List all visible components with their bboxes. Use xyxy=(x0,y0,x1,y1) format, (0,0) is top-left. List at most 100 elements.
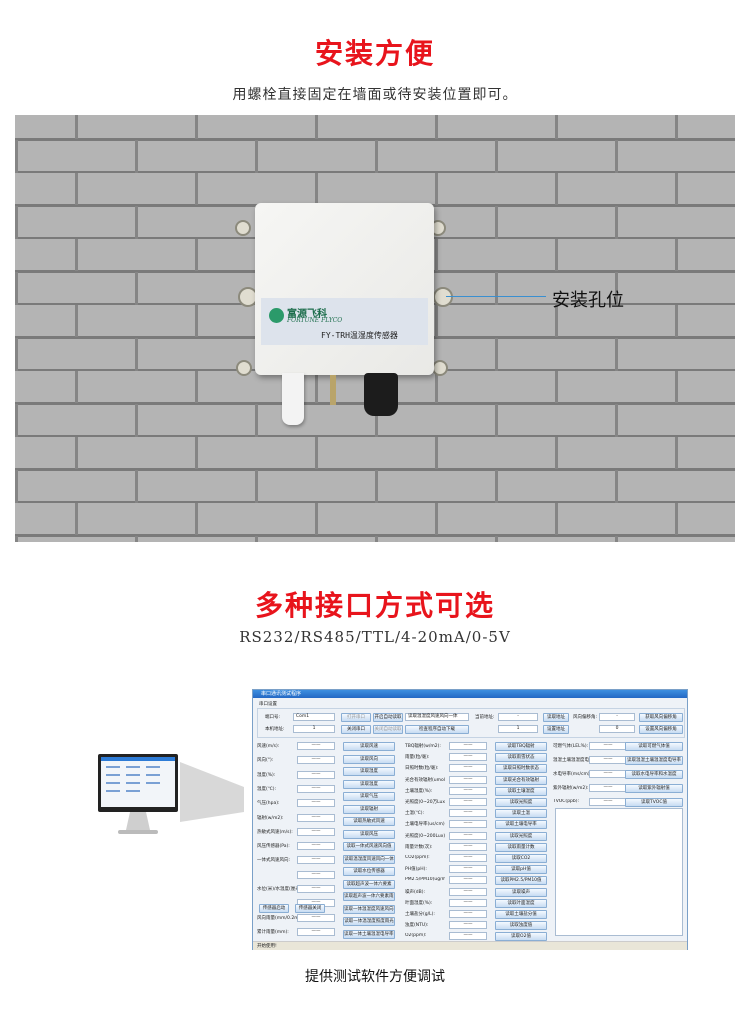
manual-download-button[interactable]: 检查程序自动下载 xyxy=(405,725,469,734)
field-value: —— xyxy=(297,799,335,808)
read-button[interactable]: 读取浊度值 xyxy=(495,921,547,931)
read-button[interactable]: 读取光照度 xyxy=(495,831,547,841)
read-angle-button[interactable]: 获取风向偏移角 xyxy=(639,713,683,722)
read-button[interactable]: 读取O2值 xyxy=(495,932,547,942)
read-button[interactable]: 读取光合有效辐射 xyxy=(495,775,547,785)
field-value: —— xyxy=(589,770,627,778)
screw-top-left-icon xyxy=(235,220,251,236)
field-label: 风压传感器(Pa): xyxy=(257,844,290,850)
field-label: 雨量(粒/毫): xyxy=(405,755,430,761)
field-label: 噪声(dB): xyxy=(405,889,425,895)
port-settings-group: 串口设置 xyxy=(259,702,277,707)
angle-input[interactable]: 0 xyxy=(599,725,635,733)
read-button[interactable]: 读取土温 xyxy=(495,809,547,819)
field-value: —— xyxy=(297,756,335,765)
field-label: TBQ辐射(w/m2): xyxy=(405,744,441,749)
field-label: 雨量计数(次): xyxy=(405,844,433,850)
field-label: CO2(ppm): xyxy=(405,855,430,860)
field-label: O2(ppm): xyxy=(405,933,427,939)
field-label: 湿度(%): xyxy=(257,772,276,778)
read-button[interactable]: 读取噪声 xyxy=(495,887,547,897)
port-select[interactable]: Com1 xyxy=(293,713,335,721)
field-value: —— xyxy=(297,784,335,793)
read-button[interactable]: 读取气压 xyxy=(343,792,395,801)
read-button[interactable]: 读取温湿土壤温湿度电导率 xyxy=(625,756,683,765)
read-button[interactable]: 读取可燃气体值 xyxy=(625,742,683,751)
sensor-open-button[interactable]: 传感器启动 xyxy=(259,904,289,913)
read-button[interactable]: 读取pH值 xyxy=(495,865,547,875)
set-addr-button[interactable]: 设置地址 xyxy=(543,725,569,734)
field-value: —— xyxy=(449,820,487,829)
field-label: 辐射(w/m2): xyxy=(257,815,284,821)
field-value: —— xyxy=(589,798,627,806)
read-button[interactable]: 读取日照时数状态 xyxy=(495,764,547,774)
field-label: TVOC(ppb): xyxy=(553,799,580,804)
field-value: —— xyxy=(297,856,335,865)
read-button[interactable]: 读取叶面湿度 xyxy=(495,898,547,908)
read-button[interactable]: 读取光照度 xyxy=(495,798,547,807)
device-model: FY-TRH温湿度传感器 xyxy=(321,331,398,340)
read-button[interactable]: 读取紫外辐射值 xyxy=(625,784,683,793)
field-label: 土壤盐分(g/L): xyxy=(405,912,435,917)
callout-label: 安装孔位 xyxy=(552,290,624,311)
field-label: PH值(pH): xyxy=(405,867,427,873)
read-button[interactable]: 读取湿度 xyxy=(343,767,395,776)
read-button[interactable]: 读取雨雪状态 xyxy=(495,753,547,763)
field-value: —— xyxy=(589,784,627,792)
auto-stop-button[interactable]: 关闭自动读取 xyxy=(373,725,403,734)
mode-select[interactable]: 读取温湿度风速风向一体 xyxy=(405,713,469,721)
read-button[interactable]: 读取TBQ辐射 xyxy=(495,742,547,751)
read-button[interactable]: 读取温度 xyxy=(343,779,395,789)
read-button[interactable]: 读取PM2.5/PM10值 xyxy=(495,876,547,886)
local-addr-input[interactable]: 1 xyxy=(293,725,335,733)
field-value: —— xyxy=(297,927,335,936)
read-button[interactable]: 读取雨量计数 xyxy=(495,842,547,852)
cur-addr-label: 当前地址: xyxy=(475,715,495,720)
set-addr-input[interactable]: 1 xyxy=(498,725,538,733)
read-button[interactable]: 读取CO2 xyxy=(495,854,547,863)
field-label: 一体式风速风向: xyxy=(257,858,291,864)
read-button[interactable]: 读取一体式风速风向值 xyxy=(343,842,395,851)
auto-start-button[interactable]: 开启自动读取 xyxy=(373,713,403,722)
read-button[interactable]: 读取一体土壤温湿电导率值 xyxy=(343,929,395,939)
read-button[interactable]: 读取风向 xyxy=(343,754,395,764)
set-angle-button[interactable]: 设置风向偏移角 xyxy=(639,725,683,734)
field-label: 温度(℃): xyxy=(257,786,277,792)
read-button[interactable]: 读取热敏式风速 xyxy=(343,817,395,826)
port-settings-box xyxy=(257,708,685,738)
field-value: —— xyxy=(449,887,487,896)
read-button[interactable]: 读取超声波一体六要素 xyxy=(343,879,395,889)
read-addr-button[interactable]: 读取地址 xyxy=(543,713,569,722)
read-button[interactable]: 读取土壤湿度 xyxy=(495,786,547,796)
close-port-button[interactable]: 关闭串口 xyxy=(341,725,371,734)
field-value: —— xyxy=(449,831,487,840)
read-button[interactable]: 读取温湿度风速风向一体 xyxy=(343,854,395,864)
status-bar: 开始使用! xyxy=(253,941,687,950)
read-button[interactable]: 读取风压 xyxy=(343,829,395,839)
field-label: 光合有效辐射(umol/m2·s): xyxy=(405,777,445,783)
field-label: 风向(°): xyxy=(257,758,274,764)
angle-value: - xyxy=(599,713,635,721)
read-button[interactable]: 读取一体温湿度照度雨光 xyxy=(343,917,395,926)
read-button[interactable]: 读取TVOC值 xyxy=(625,798,683,807)
field-value: —— xyxy=(297,913,335,922)
log-textarea[interactable] xyxy=(555,808,683,936)
field-value: —— xyxy=(449,809,487,818)
read-button[interactable]: 读取土壤盐分值 xyxy=(495,910,547,919)
field-value: —— xyxy=(589,742,627,750)
read-button[interactable]: 读取一体温湿度风速风向辐射 xyxy=(343,904,395,914)
sensor-close-button[interactable]: 传感器关闭 xyxy=(295,904,325,913)
read-button[interactable]: 读取超声波一体六要素雨量累计 xyxy=(343,892,395,901)
field-value: —— xyxy=(449,865,487,874)
read-button[interactable]: 读取辐射 xyxy=(343,804,395,814)
read-button[interactable]: 读取风速 xyxy=(343,742,395,751)
field-value: —— xyxy=(449,932,487,941)
field-label: 土温(℃): xyxy=(405,811,425,817)
read-button[interactable]: 读取水电导率和水温度 xyxy=(625,770,683,779)
brand-logo-icon xyxy=(269,308,284,323)
read-button[interactable]: 读取土壤电导率 xyxy=(495,820,547,830)
field-label: 可燃气体(LEL%): xyxy=(553,744,589,749)
field-label: 气压(hpa): xyxy=(257,801,280,807)
open-port-button[interactable]: 打开串口 xyxy=(341,713,371,722)
read-button[interactable]: 读取水位传感器 xyxy=(343,867,395,876)
